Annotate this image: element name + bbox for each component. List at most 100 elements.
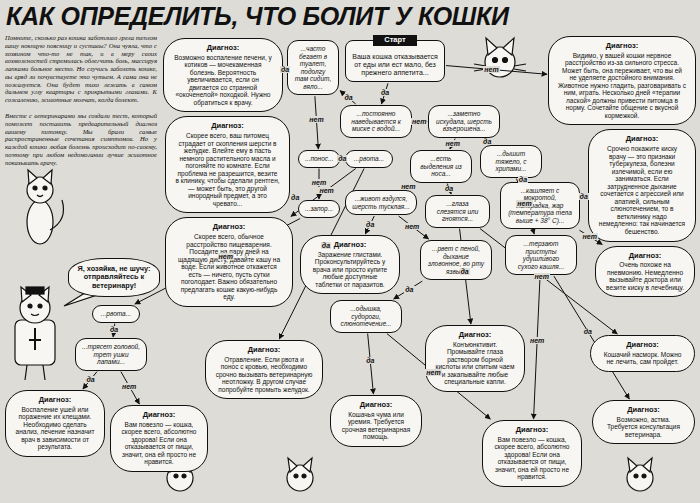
diagnosis-bubble: Диагноз:Заражение глистами. Проконсульти…	[300, 235, 400, 294]
diagnosis-bubble: Диагноз:Срочно покажите киску врачу — эт…	[588, 129, 696, 241]
node-heading: Диагноз:	[558, 42, 686, 51]
question-box: ...глаза слезятся или гноятся...	[425, 195, 490, 228]
edge-label: да	[404, 286, 414, 293]
node-text: Возможно, астма. Требуется консультация …	[602, 416, 685, 439]
node-text: Конъюнктивит. Промывайте глаза раствором…	[435, 341, 515, 386]
node-text: ...постоянно наведывается к миске с водо…	[347, 110, 405, 133]
diagnosis-bubble: Диагноз:Видимо, у вашей кошки нервное ра…	[548, 36, 696, 125]
node-text: ...живот вздулся, шерсть тусклая...	[352, 195, 410, 210]
node-text: ...дышит тяжело, с хрипами...	[487, 150, 535, 173]
node-text: ...есть выделения из носа...	[417, 155, 465, 178]
node-heading: Диагноз:	[175, 223, 283, 232]
edge-label: да	[482, 138, 492, 145]
flow-arrow	[394, 281, 423, 299]
edge-label: да	[460, 268, 470, 275]
edge-label: нет	[404, 223, 420, 230]
node-text: Скорее всего, обычное расстройство пищев…	[175, 233, 283, 301]
diagnosis-bubble: Диагноз:Возможно воспаление печени, у ко…	[163, 38, 283, 112]
question-box: ...рвет с пеной, дыхание зловонное, во р…	[420, 240, 492, 280]
question-box: ...трясет головой, трет ушки лапами...	[75, 338, 147, 371]
edge-label: да	[337, 155, 347, 162]
diagnosis-bubble: Диагноз:Вам повезло — кошка, скорее всег…	[482, 420, 582, 487]
flow-arrow	[399, 216, 429, 239]
node-heading: Диагноз:	[492, 426, 572, 435]
question-box: ...запор...	[298, 200, 340, 218]
question-box: ...заметно исхудала, шерсть взъерошена..…	[428, 105, 500, 138]
edge-label: да	[109, 326, 119, 333]
edge-label: да	[86, 376, 96, 383]
node-text: Возможно воспаление печени, у котиков — …	[173, 54, 273, 107]
start-box: СтартВаша кошка отказывается от еды или …	[345, 40, 445, 82]
intro-text: Вместе с ветеринарами мы создали тест, к…	[5, 112, 157, 166]
edge-label: нет	[311, 179, 327, 186]
node-heading: Диагноз:	[175, 122, 280, 131]
flow-arrow	[534, 276, 540, 419]
edge-label: нет	[445, 140, 461, 147]
flow-arrow	[121, 372, 139, 404]
cat-face	[474, 38, 526, 77]
node-text: Очень похоже на пневмонию. Немедленно вы…	[605, 261, 685, 291]
edge-label: да	[321, 242, 331, 249]
edge-label: нет	[121, 383, 137, 390]
node-text: Кошачья чума или уремия. Требуется срочн…	[340, 411, 412, 441]
edge-label: нет	[318, 187, 334, 194]
diagnosis-bubble: Диагноз:Конъюнктивит. Промывайте глаза р…	[425, 325, 525, 392]
edge-label: нет	[425, 369, 441, 376]
node-text: Срочно покажите киску врачу — это призна…	[598, 145, 686, 235]
cat-figure	[27, 170, 64, 244]
question-box: ...есть выделения из носа...	[410, 150, 472, 183]
node-heading: Диагноз:	[600, 341, 685, 350]
title: КАК ОПРЕДЕЛИТЬ, ЧТО БОЛИТ У КОШКИ	[6, 2, 509, 31]
question-box: ...понос...	[298, 150, 340, 168]
edge-label: нет	[411, 118, 427, 125]
node-text: Ваша кошка отказывается от еды или ест м…	[352, 53, 438, 77]
flow-arrow	[340, 91, 356, 104]
node-heading: Диагноз:	[602, 406, 685, 415]
edge-label: нет	[516, 200, 532, 207]
diagnosis-bubble: Диагноз:Вам повезло — кошка, скорее всег…	[110, 405, 208, 472]
cat-face	[627, 458, 653, 491]
speech-bubble: Я, хозяйка, не шучу: отправляйтесь к вет…	[68, 258, 160, 297]
edge-label: да	[579, 193, 589, 200]
edge-label: нет	[483, 66, 499, 73]
edge-label: да	[280, 66, 290, 73]
edge-label: нет	[400, 183, 416, 190]
edge-label: да	[444, 185, 454, 192]
node-text: ...запор...	[305, 205, 333, 213]
diagnosis-bubble: Диагноз:Кошачий насморк. Можно не лечить…	[590, 335, 695, 372]
node-text: Отравление. Если рвота и понос с кровью,…	[215, 356, 313, 394]
edge-label: да	[344, 94, 354, 101]
node-text: Видимо, у вашей кошки нервное расстройст…	[558, 52, 686, 120]
edge-label: нет	[534, 273, 550, 280]
diagnosis-bubble: Диагноз:Отравление. Если рвота и понос с…	[205, 340, 323, 399]
node-text: ...одышка, судороги, слюнотечение...	[337, 305, 395, 328]
diagnosis-bubble: Диагноз:Воспаление ушей или поражение их…	[5, 390, 105, 457]
edge-label: да	[583, 328, 593, 335]
node-text: Скорее всего, ваш питомец страдает от ск…	[175, 132, 280, 207]
diagnosis-bubble: Диагноз:Очень похоже на пневмонию. Немед…	[595, 246, 695, 298]
node-text: ...часто бегает в туалет, подолгу там си…	[294, 45, 332, 90]
node-text: Кошачий насморк. Можно не лечить, сам пр…	[600, 351, 685, 366]
node-heading: Диагноз:	[340, 401, 412, 410]
edge-label: нет	[582, 233, 598, 240]
edge-label: да	[365, 357, 375, 364]
node-text: Вам повезло — кошка, скорее всего, абсол…	[120, 421, 198, 466]
node-text: ...понос...	[305, 155, 333, 163]
edge-label: да	[518, 176, 528, 183]
node-heading: Диагноз:	[120, 411, 198, 420]
question-box: ...постоянно наведывается к миске с водо…	[340, 105, 412, 138]
node-text: ...глаза слезятся или гноятся...	[432, 200, 483, 223]
edge-label: нет	[308, 116, 324, 123]
node-text: ...трясет головой, трет ушки лапами...	[82, 343, 140, 366]
question-box: ...живот вздулся, шерсть тусклая...	[345, 190, 417, 215]
node-heading: Диагноз:	[173, 44, 273, 53]
node-text: Воспаление ушей или поражение их клещами…	[15, 406, 95, 451]
edge-label: да	[290, 194, 300, 201]
edge-label: нет	[529, 337, 545, 344]
question-box: ...одышка, судороги, слюнотечение...	[330, 300, 402, 333]
question-box: ...терзают приступы удушливого сухого ка…	[505, 235, 577, 275]
node-heading: Диагноз:	[435, 331, 515, 340]
question-box: ...дышит тяжело, с хрипами...	[480, 145, 542, 178]
